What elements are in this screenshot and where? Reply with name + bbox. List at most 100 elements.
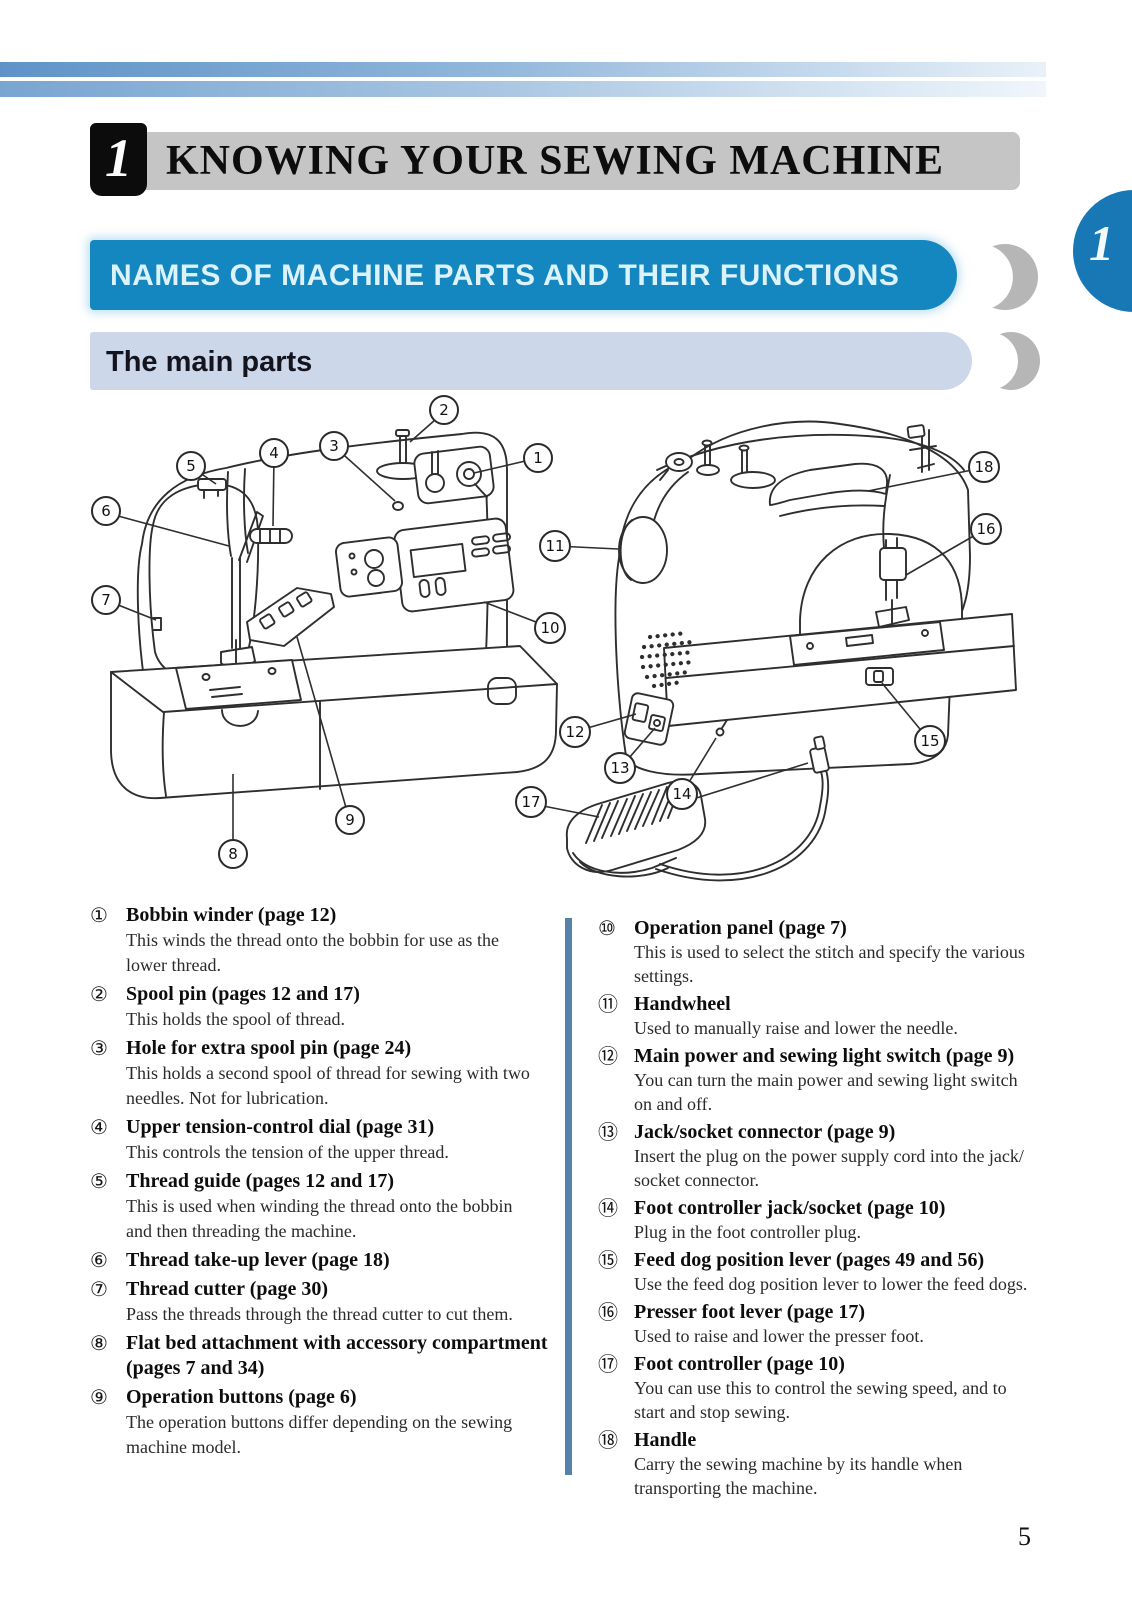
part-description: Pass the threads through the thread cutt… xyxy=(126,1304,513,1324)
part-description: This holds the spool of thread. xyxy=(126,1009,345,1029)
part-number: ⑩ xyxy=(598,916,616,940)
svg-text:3: 3 xyxy=(329,437,339,455)
part-description: This is used when winding the thread ont… xyxy=(126,1196,513,1241)
svg-text:10: 10 xyxy=(540,619,559,637)
crescent-decoration-2 xyxy=(982,332,1040,390)
callout-7: 7 xyxy=(92,586,120,614)
part-title: Main power and sewing light switch (page… xyxy=(634,1045,1015,1067)
callout-17: 17 xyxy=(516,787,546,817)
callout-2: 2 xyxy=(430,396,458,424)
callout-3: 3 xyxy=(320,432,348,460)
subsection-banner-title: The main parts xyxy=(106,346,313,378)
svg-text:9: 9 xyxy=(345,811,355,829)
side-tab-number: 1 xyxy=(1089,215,1114,271)
part-number: ⑤ xyxy=(90,1169,108,1193)
top-rule-1 xyxy=(0,62,1046,77)
callout-5: 5 xyxy=(177,452,205,480)
part-number: ② xyxy=(90,982,108,1006)
front-view-drawing xyxy=(111,430,557,798)
part-title: Thread guide (pages 12 and 17) xyxy=(126,1170,395,1192)
chapter-title-bar: KNOWING YOUR SEWING MACHINE xyxy=(100,132,1020,190)
part-title: Operation panel (page 7) xyxy=(634,917,847,939)
part-title: Spool pin (pages 12 and 17) xyxy=(126,983,360,1005)
svg-text:5: 5 xyxy=(186,457,196,475)
list-item: ⑩ Operation panel (page 7) This is used to… xyxy=(598,916,1092,988)
section-banner-title: NAMES OF MACHINE PARTS AND THEIR FUNCTIO… xyxy=(110,259,900,292)
part-number: ⑫ xyxy=(598,1044,618,1068)
part-title: Thread cutter (page 30) xyxy=(126,1278,329,1300)
subsection-banner: The main parts xyxy=(90,332,972,390)
crescent-decoration-1 xyxy=(972,244,1038,310)
part-title: Handle xyxy=(634,1429,697,1451)
column-divider xyxy=(565,918,572,1475)
svg-text:4: 4 xyxy=(269,444,279,462)
part-number: ⑮ xyxy=(598,1248,618,1272)
parts-list-right: ⑩ Operation panel (page 7) This is used to… xyxy=(598,916,1092,1504)
callout-14: 14 xyxy=(667,779,697,809)
callout-13: 13 xyxy=(605,753,635,783)
list-item: ⑧ Flat bed attachment with accessory comp… xyxy=(90,1331,590,1381)
svg-text:14: 14 xyxy=(672,785,691,803)
part-description: The operation buttons differ depending o… xyxy=(126,1412,513,1457)
part-description: Plug in the foot controller plug. xyxy=(634,1222,861,1242)
chapter-number-box: 1 xyxy=(90,123,147,196)
part-number: ① xyxy=(90,903,108,927)
part-description: You can use this to control the sewing s… xyxy=(634,1378,1007,1422)
svg-text:8: 8 xyxy=(228,845,238,863)
svg-text:15: 15 xyxy=(920,732,939,750)
part-title: Feed dog position lever (pages 49 and 56… xyxy=(634,1249,985,1271)
part-title: Presser foot lever (page 17) xyxy=(634,1301,866,1323)
part-number: ⑧ xyxy=(90,1331,108,1355)
part-title: Handwheel xyxy=(634,993,731,1015)
chapter-number: 1 xyxy=(105,128,132,188)
part-number: ⑱ xyxy=(598,1428,618,1452)
list-item: ⑤ Thread guide (pages 12 and 17) This is u… xyxy=(90,1169,590,1244)
svg-text:11: 11 xyxy=(545,537,564,555)
svg-text:7: 7 xyxy=(101,591,111,609)
part-number: ⑭ xyxy=(598,1196,618,1220)
callout-8: 8 xyxy=(219,840,247,868)
part-description: This winds the thread onto the bobbin fo… xyxy=(126,930,499,975)
part-number: ⑬ xyxy=(598,1120,618,1144)
part-description: Used to manually raise and lower the nee… xyxy=(634,1018,958,1038)
callout-18: 18 xyxy=(969,452,999,482)
callout-16: 16 xyxy=(971,514,1001,544)
part-number: ④ xyxy=(90,1115,108,1139)
parts-list-left: ① Bobbin winder (page 12) This winds the t… xyxy=(90,903,590,1464)
svg-text:1: 1 xyxy=(533,449,543,467)
part-description: Use the feed dog position lever to lower… xyxy=(634,1274,1028,1294)
svg-text:12: 12 xyxy=(565,723,584,741)
svg-text:13: 13 xyxy=(610,759,629,777)
part-number: ⑨ xyxy=(90,1385,108,1409)
list-item: ① Bobbin winder (page 12) This winds the t… xyxy=(90,903,590,978)
callout-1: 1 xyxy=(524,444,552,472)
part-description: This holds a second spool of thread for … xyxy=(126,1063,530,1108)
part-number: ⑥ xyxy=(90,1248,108,1272)
callout-12: 12 xyxy=(560,717,590,747)
list-item: ⑦ Thread cutter (page 30) Pass the threads… xyxy=(90,1277,590,1327)
part-number: ⑯ xyxy=(598,1300,618,1324)
list-item: ⑮ Feed dog position lever (pages 49 and 5… xyxy=(598,1248,1092,1296)
part-title: Bobbin winder (page 12) xyxy=(126,904,337,926)
part-number: ③ xyxy=(90,1036,108,1060)
top-rule-2 xyxy=(0,81,1046,97)
part-title: Flat bed attachment with accessory compa… xyxy=(126,1332,548,1379)
section-banner: NAMES OF MACHINE PARTS AND THEIR FUNCTIO… xyxy=(90,240,957,310)
part-description: This is used to select the stitch and sp… xyxy=(634,942,1025,986)
part-number: ⑪ xyxy=(598,992,618,1016)
part-title: Jack/socket connector (page 9) xyxy=(634,1121,896,1143)
callout-leader-lines xyxy=(107,412,984,852)
callout-4: 4 xyxy=(260,439,288,467)
chapter-title: KNOWING YOUR SEWING MACHINE xyxy=(166,138,944,184)
svg-text:18: 18 xyxy=(974,458,993,476)
part-description: You can turn the main power and sewing l… xyxy=(634,1070,1018,1114)
part-number: ⑰ xyxy=(598,1352,618,1376)
list-item: ⑫ Main power and sewing light switch (pag… xyxy=(598,1044,1092,1116)
list-item: ② Spool pin (pages 12 and 17) This holds t… xyxy=(90,982,590,1032)
part-number: ⑦ xyxy=(90,1277,108,1301)
